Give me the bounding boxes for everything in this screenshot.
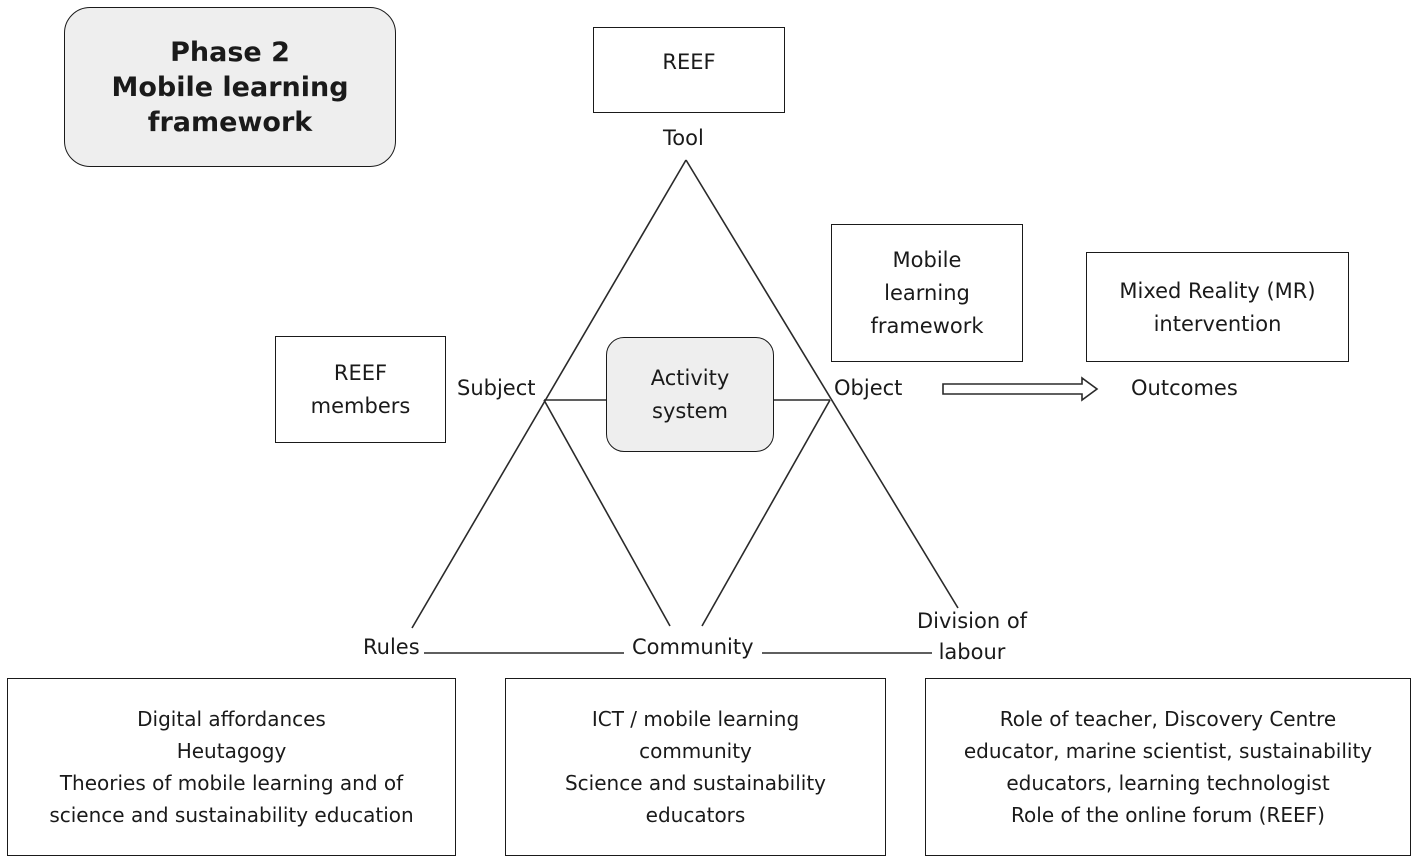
division-label: Division of labour <box>906 606 1038 668</box>
phase-title-line2: Mobile learning <box>111 71 349 103</box>
activity-system-line1: Activity <box>650 365 730 390</box>
rules-detail-line: science and sustainability education <box>49 803 414 827</box>
edge-object-to-community <box>701 399 831 627</box>
tool-box-text: REEF <box>662 50 716 74</box>
object-box-line1: Mobile <box>892 247 962 272</box>
edge-subject-to-community <box>543 399 671 627</box>
rules-detail-line: Digital affordances <box>137 707 326 731</box>
edge-tool-to-rules <box>411 159 687 629</box>
tool-box: REEF <box>593 27 785 113</box>
subject-box: REEF members <box>275 336 446 443</box>
object-label: Object <box>834 376 903 400</box>
object-box-line2: learning <box>884 280 970 305</box>
community-detail-line: community <box>639 739 752 763</box>
rules-detail-line: Heutagogy <box>176 739 287 763</box>
phase-title-line3: framework <box>147 106 313 138</box>
division-label-line1: Division of <box>916 609 1028 633</box>
subject-label: Subject <box>457 376 536 400</box>
division-detail-box: Role of teacher, Discovery Centre educat… <box>925 678 1411 856</box>
phase-title-box: Phase 2 Mobile learning framework <box>64 7 396 167</box>
outcomes-label: Outcomes <box>1131 376 1238 400</box>
division-detail-line: educator, marine scientist, sustainabili… <box>963 739 1373 763</box>
object-to-outcomes-arrow <box>942 376 1099 402</box>
division-detail-line: educators, learning technologist <box>1006 771 1330 795</box>
division-detail-line: Role of the online forum (REEF) <box>1011 803 1325 827</box>
activity-system-line2: system <box>652 398 728 423</box>
object-box-line3: framework <box>870 313 984 338</box>
rules-label: Rules <box>363 635 420 659</box>
outcomes-box: Mixed Reality (MR) intervention <box>1086 252 1349 362</box>
edge-tool-to-division <box>685 159 959 609</box>
phase-title-line1: Phase 2 <box>170 36 290 68</box>
community-detail-line: educators <box>645 803 746 827</box>
object-box: Mobile learning framework <box>831 224 1023 362</box>
community-detail-box: ICT / mobile learning community Science … <box>505 678 886 856</box>
subject-box-line1: REEF <box>333 360 388 385</box>
community-label: Community <box>632 635 754 659</box>
division-detail-line: Role of teacher, Discovery Centre <box>999 707 1337 731</box>
activity-system-box: Activity system <box>606 337 774 452</box>
division-label-line2: labour <box>938 640 1006 664</box>
community-detail-line: Science and sustainability <box>564 771 826 795</box>
rules-detail-box: Digital affordances Heutagogy Theories o… <box>7 678 456 856</box>
outcomes-box-line1: Mixed Reality (MR) <box>1119 279 1316 303</box>
subject-box-line2: members <box>310 393 411 418</box>
tool-label: Tool <box>663 126 704 150</box>
outcomes-box-line2: intervention <box>1153 312 1282 336</box>
community-detail-line: ICT / mobile learning <box>591 707 800 731</box>
rules-detail-line: Theories of mobile learning and of <box>59 771 404 795</box>
